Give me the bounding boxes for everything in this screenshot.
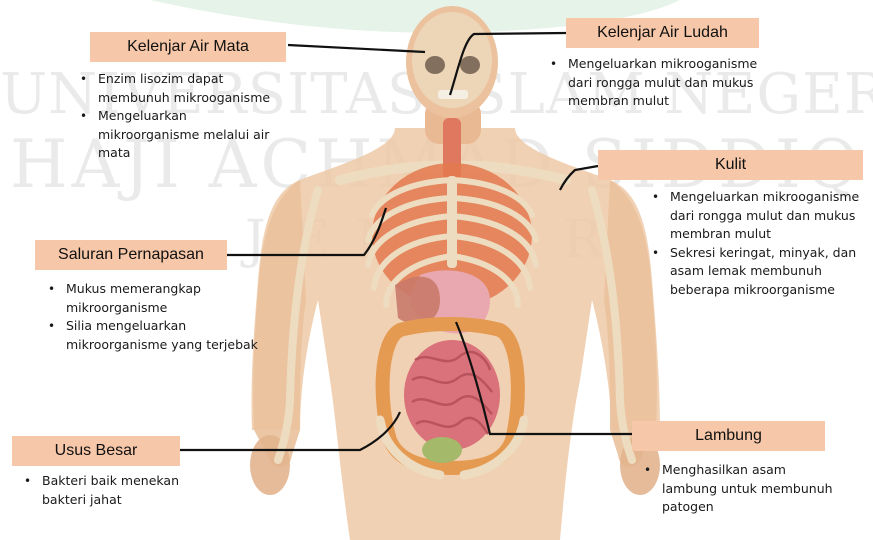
bullet-item: Mengeluarkan mikroorganisme melalui air … [72, 107, 286, 163]
label-lambung: Lambung [632, 421, 825, 451]
bullets-usus-besar: Bakteri baik menekan bakteri jahat [16, 472, 216, 509]
bullets-kulit: Mengeluarkan mikrooganisme dari rongga m… [644, 188, 866, 299]
bullet-item: Enzim lisozim dapat membunuh mikrooganis… [72, 70, 286, 107]
small-intestine [404, 340, 500, 450]
bullet-item: Menghasilkan asam lambung untuk membunuh… [636, 461, 836, 517]
bullet-item: Silia mengeluarkan mikroorganisme yang t… [40, 317, 270, 354]
bullets-kelenjar-air-ludah: Mengeluarkan mikrooganisme dari rongga m… [542, 55, 772, 111]
bullet-item: Sekresi keringat, minyak, dan asam lemak… [644, 244, 866, 300]
bladder [422, 437, 462, 463]
label-kelenjar-air-ludah: Kelenjar Air Ludah [566, 18, 759, 48]
bullet-item: Mengeluarkan mikrooganisme dari rongga m… [644, 188, 866, 244]
liver [395, 277, 440, 325]
bullet-item: Mengeluarkan mikrooganisme dari rongga m… [542, 55, 772, 111]
bullets-kelenjar-air-mata: Enzim lisozim dapat membunuh mikrooganis… [72, 70, 286, 163]
label-kelenjar-air-mata: Kelenjar Air Mata [90, 32, 286, 62]
bullets-lambung: Menghasilkan asam lambung untuk membunuh… [636, 461, 836, 517]
label-kulit: Kulit [598, 150, 863, 180]
label-saluran-pernapasan: Saluran Pernapasan [35, 240, 227, 270]
label-usus-besar: Usus Besar [12, 436, 180, 466]
bullet-item: Mukus memerangkap mikroorganisme [40, 280, 270, 317]
bullets-saluran-pernapasan: Mukus memerangkap mikroorganisme Silia m… [40, 280, 270, 354]
bullet-item: Bakteri baik menekan bakteri jahat [16, 472, 216, 509]
leader-kelenjar-air-mata [288, 45, 425, 52]
